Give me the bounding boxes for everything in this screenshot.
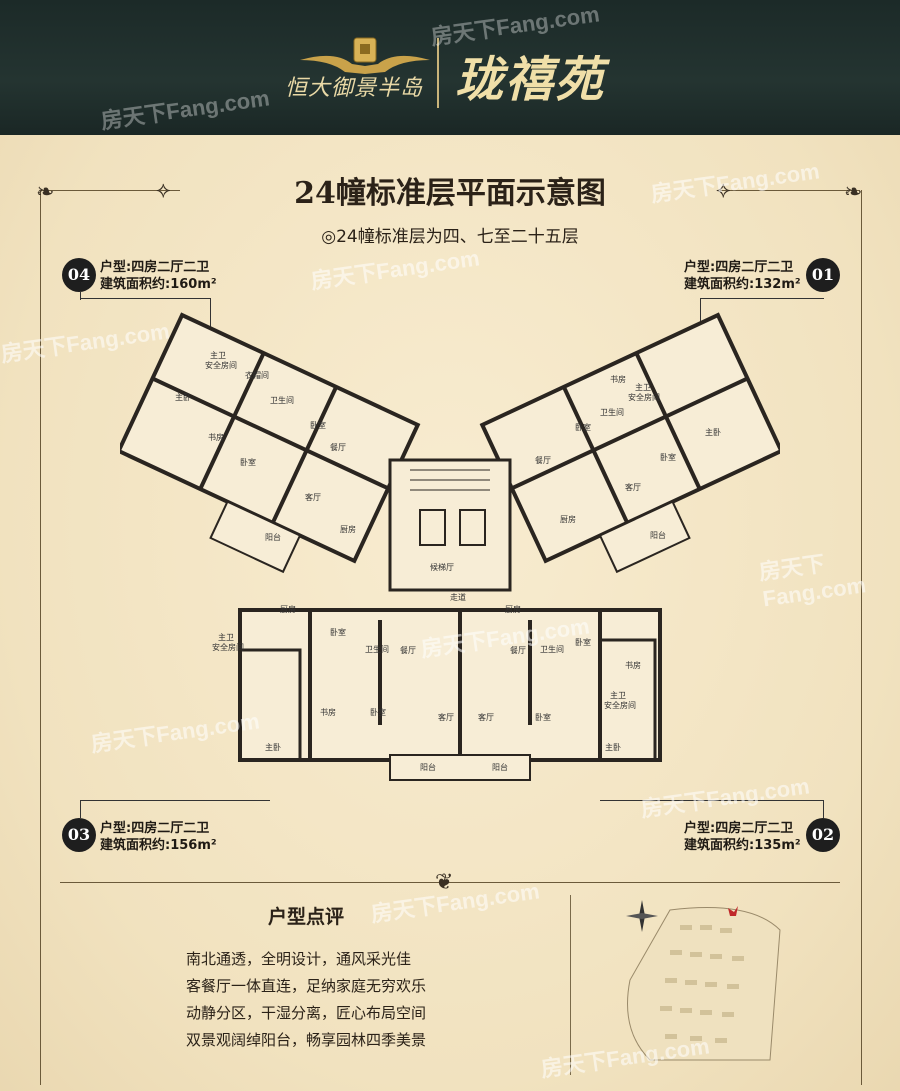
room-label: 安全房间 [604, 700, 636, 710]
room-label: 卧室 [330, 627, 346, 637]
room-label: 厨房 [560, 514, 576, 524]
room-label: 书房 [320, 707, 336, 717]
room-label: 候梯厅 [430, 562, 454, 572]
winged-crest-logo [300, 37, 430, 74]
unit-badge-03: 03 [62, 818, 96, 852]
unit-type: 户型:四房二厅二卫 [100, 260, 210, 275]
leader-line [80, 292, 81, 300]
review-text: 南北通透，全明设计，通风采光佳 客餐厅一体直连，足纳家庭无穷欢乐 动静分区，干湿… [186, 946, 426, 1054]
room-label: 书房 [625, 660, 641, 670]
review-line: 南北通透，全明设计，通风采光佳 [186, 950, 412, 968]
room-label: 餐厅 [535, 456, 551, 465]
leader-line [80, 800, 81, 818]
plan-title: 24幢标准层平面示意图 [294, 176, 606, 211]
room-label: 阳台 [492, 762, 508, 772]
unit-type: 户型:四房二厅二卫 [684, 260, 794, 275]
room-label: 客厅 [305, 492, 321, 502]
frame-top-line-left [40, 190, 180, 191]
unit-area: 建筑面积约:132m² [684, 277, 801, 292]
corner-ornament: ⟡ [716, 178, 731, 203]
room-label: 卧室 [370, 707, 386, 717]
section-divider [570, 895, 571, 1075]
room-label: 主卧 [705, 427, 721, 437]
page-frame [40, 190, 862, 1085]
unit-area: 建筑面积约:156m² [100, 838, 217, 853]
leader-line [823, 800, 824, 818]
header-banner: 恒大御景半岛 珑禧苑 房天下Fang.com 房天下Fang.com [0, 0, 900, 135]
divider-ornament: ❦ [435, 870, 454, 895]
room-label: 主卫 [635, 382, 651, 392]
brand-name: 恒大御景半岛 [285, 76, 424, 101]
room-label: 衣帽间 [245, 370, 269, 380]
project-title: 珑禧苑 [455, 52, 606, 108]
room-label: 走道 [450, 592, 466, 602]
corner-ornament: ❧ [36, 180, 55, 205]
leader-line [700, 298, 824, 299]
room-label: 主卧 [605, 742, 621, 752]
site-location-map [627, 906, 781, 1061]
room-label: 安全房间 [628, 392, 660, 402]
room-label: 卧室 [535, 712, 551, 722]
unit-type: 户型:四房二厅二卫 [100, 821, 210, 836]
frame-mid-line [60, 882, 840, 883]
review-title: 户型点评 [268, 906, 345, 928]
room-label: 卧室 [240, 457, 256, 467]
unit-area: 建筑面积约:135m² [684, 838, 801, 853]
room-label: 厨房 [340, 524, 356, 534]
room-label: 客厅 [625, 482, 641, 492]
room-label: 书房 [610, 374, 626, 384]
review-line: 动静分区，干湿分离，匠心布局空间 [186, 1004, 427, 1022]
room-label: 卫生间 [540, 644, 564, 654]
room-label: 卧室 [575, 422, 591, 432]
room-label: 餐厅 [330, 443, 346, 452]
room-label: 卧室 [660, 452, 676, 462]
unit-badge-01: 01 [806, 258, 840, 292]
room-label: 阳台 [420, 762, 436, 772]
room-label: 卫生间 [600, 407, 624, 417]
room-label: 卫生间 [270, 395, 294, 405]
unit-04-info: 户型:四房二厅二卫 建筑面积约:160m² [100, 259, 217, 293]
unit-03-info: 户型:四房二厅二卫 建筑面积约:156m² [100, 820, 217, 854]
room-label: 主卫 [210, 350, 226, 360]
room-label: 主卧 [265, 742, 281, 752]
review-line: 双景观阔绰阳台，畅享园林四季美景 [186, 1031, 427, 1049]
room-label: 安全房间 [205, 360, 237, 370]
room-label: 餐厅 [510, 646, 526, 655]
room-label: 厨房 [280, 604, 296, 614]
leader-line [210, 298, 211, 338]
room-label: 主卫 [218, 632, 234, 642]
header-divider [437, 38, 439, 108]
room-label: 餐厅 [400, 646, 416, 655]
room-label: 主卫 [610, 690, 626, 700]
room-label: 安全房间 [212, 642, 244, 652]
corner-ornament: ❧ [844, 180, 863, 205]
leader-line [80, 800, 270, 801]
room-label: 阳台 [650, 530, 666, 540]
room-label: 客厅 [438, 712, 454, 722]
room-label: 主卧 [175, 392, 191, 402]
review-line: 客餐厅一体直连，足纳家庭无穷欢乐 [186, 977, 427, 995]
building-24-marker [728, 906, 738, 916]
room-label: 客厅 [478, 712, 494, 722]
unit-01-info: 户型:四房二厅二卫 建筑面积约:132m² [684, 259, 801, 293]
room-label: 厨房 [505, 604, 521, 614]
room-label: 卫生间 [365, 644, 389, 654]
room-label: 卧室 [575, 637, 591, 647]
unit-badge-04: 04 [62, 258, 96, 292]
unit-area: 建筑面积约:160m² [100, 277, 217, 292]
room-label: 书房 [208, 432, 224, 442]
leader-line [600, 800, 824, 801]
unit-type: 户型:四房二厅二卫 [684, 821, 794, 836]
compass-icon [626, 900, 658, 932]
room-label: 卧室 [310, 420, 326, 430]
unit-02-info: 户型:四房二厅二卫 建筑面积约:135m² [684, 820, 801, 854]
plan-subtitle: ◎24幢标准层为四、七至二十五层 [321, 227, 579, 247]
unit-badge-02: 02 [806, 818, 840, 852]
corner-ornament: ⟡ [156, 178, 171, 203]
floor-plan: 主卧 主卫 安全房间 衣帽间 卫生间 卧室 书房 卧室 餐厅 客厅 阳台 厨房 … [120, 312, 780, 781]
leader-line [80, 298, 210, 299]
watermark: 房天下Fang.com [99, 85, 272, 134]
frame-top-line-right [720, 190, 860, 191]
room-label: 阳台 [265, 532, 281, 542]
